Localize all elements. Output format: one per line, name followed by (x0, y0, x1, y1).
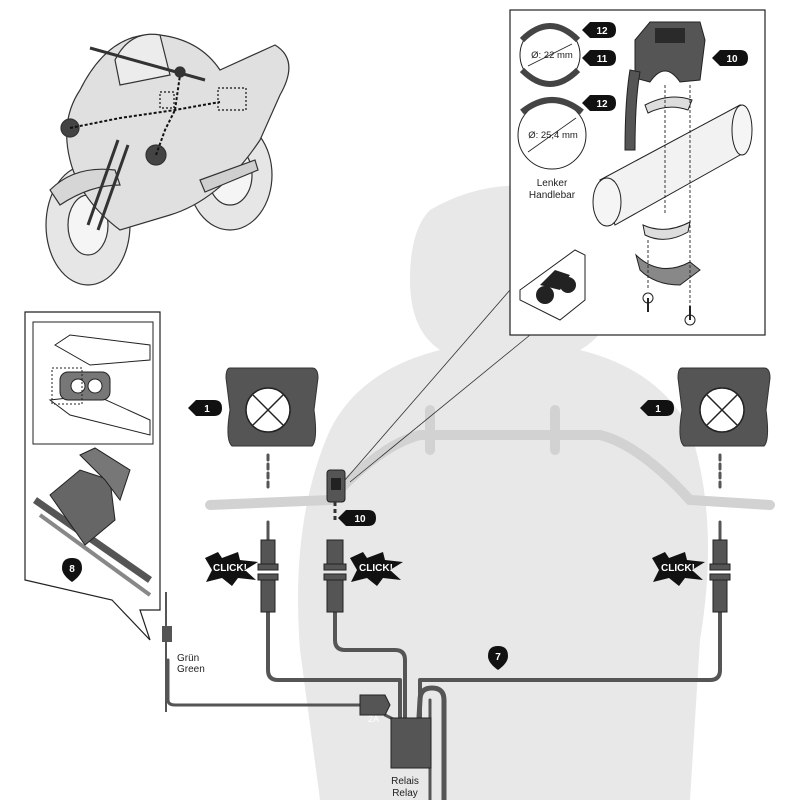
gruen-label: Grün (177, 653, 199, 664)
click-label-middle: CLICK! (359, 563, 393, 574)
badge-12-bottom: 12 (582, 95, 616, 111)
relay-label: Relay (392, 788, 418, 799)
screw-icon (642, 292, 696, 326)
rider-silhouette (298, 185, 708, 800)
badge-12-top: 12 (582, 22, 616, 38)
motorcycle-illustration (45, 33, 290, 286)
badge-11: 11 (582, 50, 616, 66)
badge-7: 7 (488, 646, 508, 670)
fog-lamp-right (677, 367, 771, 447)
switch-housing-icon (624, 21, 706, 151)
green-label: Green (177, 664, 205, 675)
svg-text:1: 1 (655, 404, 661, 415)
crimp-detail-panel (24, 311, 161, 641)
relay-icon (390, 717, 432, 769)
svg-text:8: 8 (69, 564, 75, 575)
badge-8: 8 (62, 558, 82, 582)
svg-text:12: 12 (596, 26, 608, 37)
diameter-22-icon (519, 23, 581, 87)
pliers-icon (48, 334, 151, 436)
relais-label: Relais (391, 776, 419, 787)
badge-1-right: 1 (640, 400, 674, 416)
wiring-harness (166, 453, 722, 800)
svg-text:11: 11 (597, 54, 608, 65)
fog-lamp-left (225, 367, 319, 447)
svg-text:12: 12 (596, 99, 608, 110)
diameter-22-label: Ø: 22 mm (531, 50, 573, 61)
diameter-25-label: Ø: 25,4 mm (528, 130, 578, 141)
rider-sticker-icon (519, 249, 586, 321)
svg-text:7: 7 (495, 652, 501, 663)
switch-icon (326, 469, 346, 520)
badge-1-left: 1 (188, 400, 222, 416)
lenker-label: Lenker (537, 178, 568, 189)
click-label-left: CLICK! (213, 563, 247, 574)
diameter-25-icon (517, 97, 587, 170)
svg-text:10: 10 (726, 54, 738, 65)
green-tap-wire (162, 592, 172, 712)
click-burst-left: CLICK! (205, 552, 258, 586)
click-burst-right: CLICK! (652, 552, 705, 586)
click-label-right: CLICK! (661, 563, 695, 574)
fuse-label: 2A (368, 714, 379, 724)
badge-10-panel: 10 (712, 50, 748, 66)
connector-right (709, 539, 731, 613)
fuse-icon (359, 694, 391, 716)
svg-text:10: 10 (354, 514, 366, 525)
svg-text:1: 1 (204, 404, 210, 415)
click-burst-middle: CLICK! (350, 552, 403, 586)
handlebar-label: Handlebar (529, 190, 576, 201)
connector-crimp-icon (33, 447, 152, 597)
connector-left (257, 539, 279, 613)
connector-middle (323, 539, 347, 613)
badge-10-switch: 10 (338, 510, 376, 526)
handlebar-tube-icon (592, 104, 753, 227)
